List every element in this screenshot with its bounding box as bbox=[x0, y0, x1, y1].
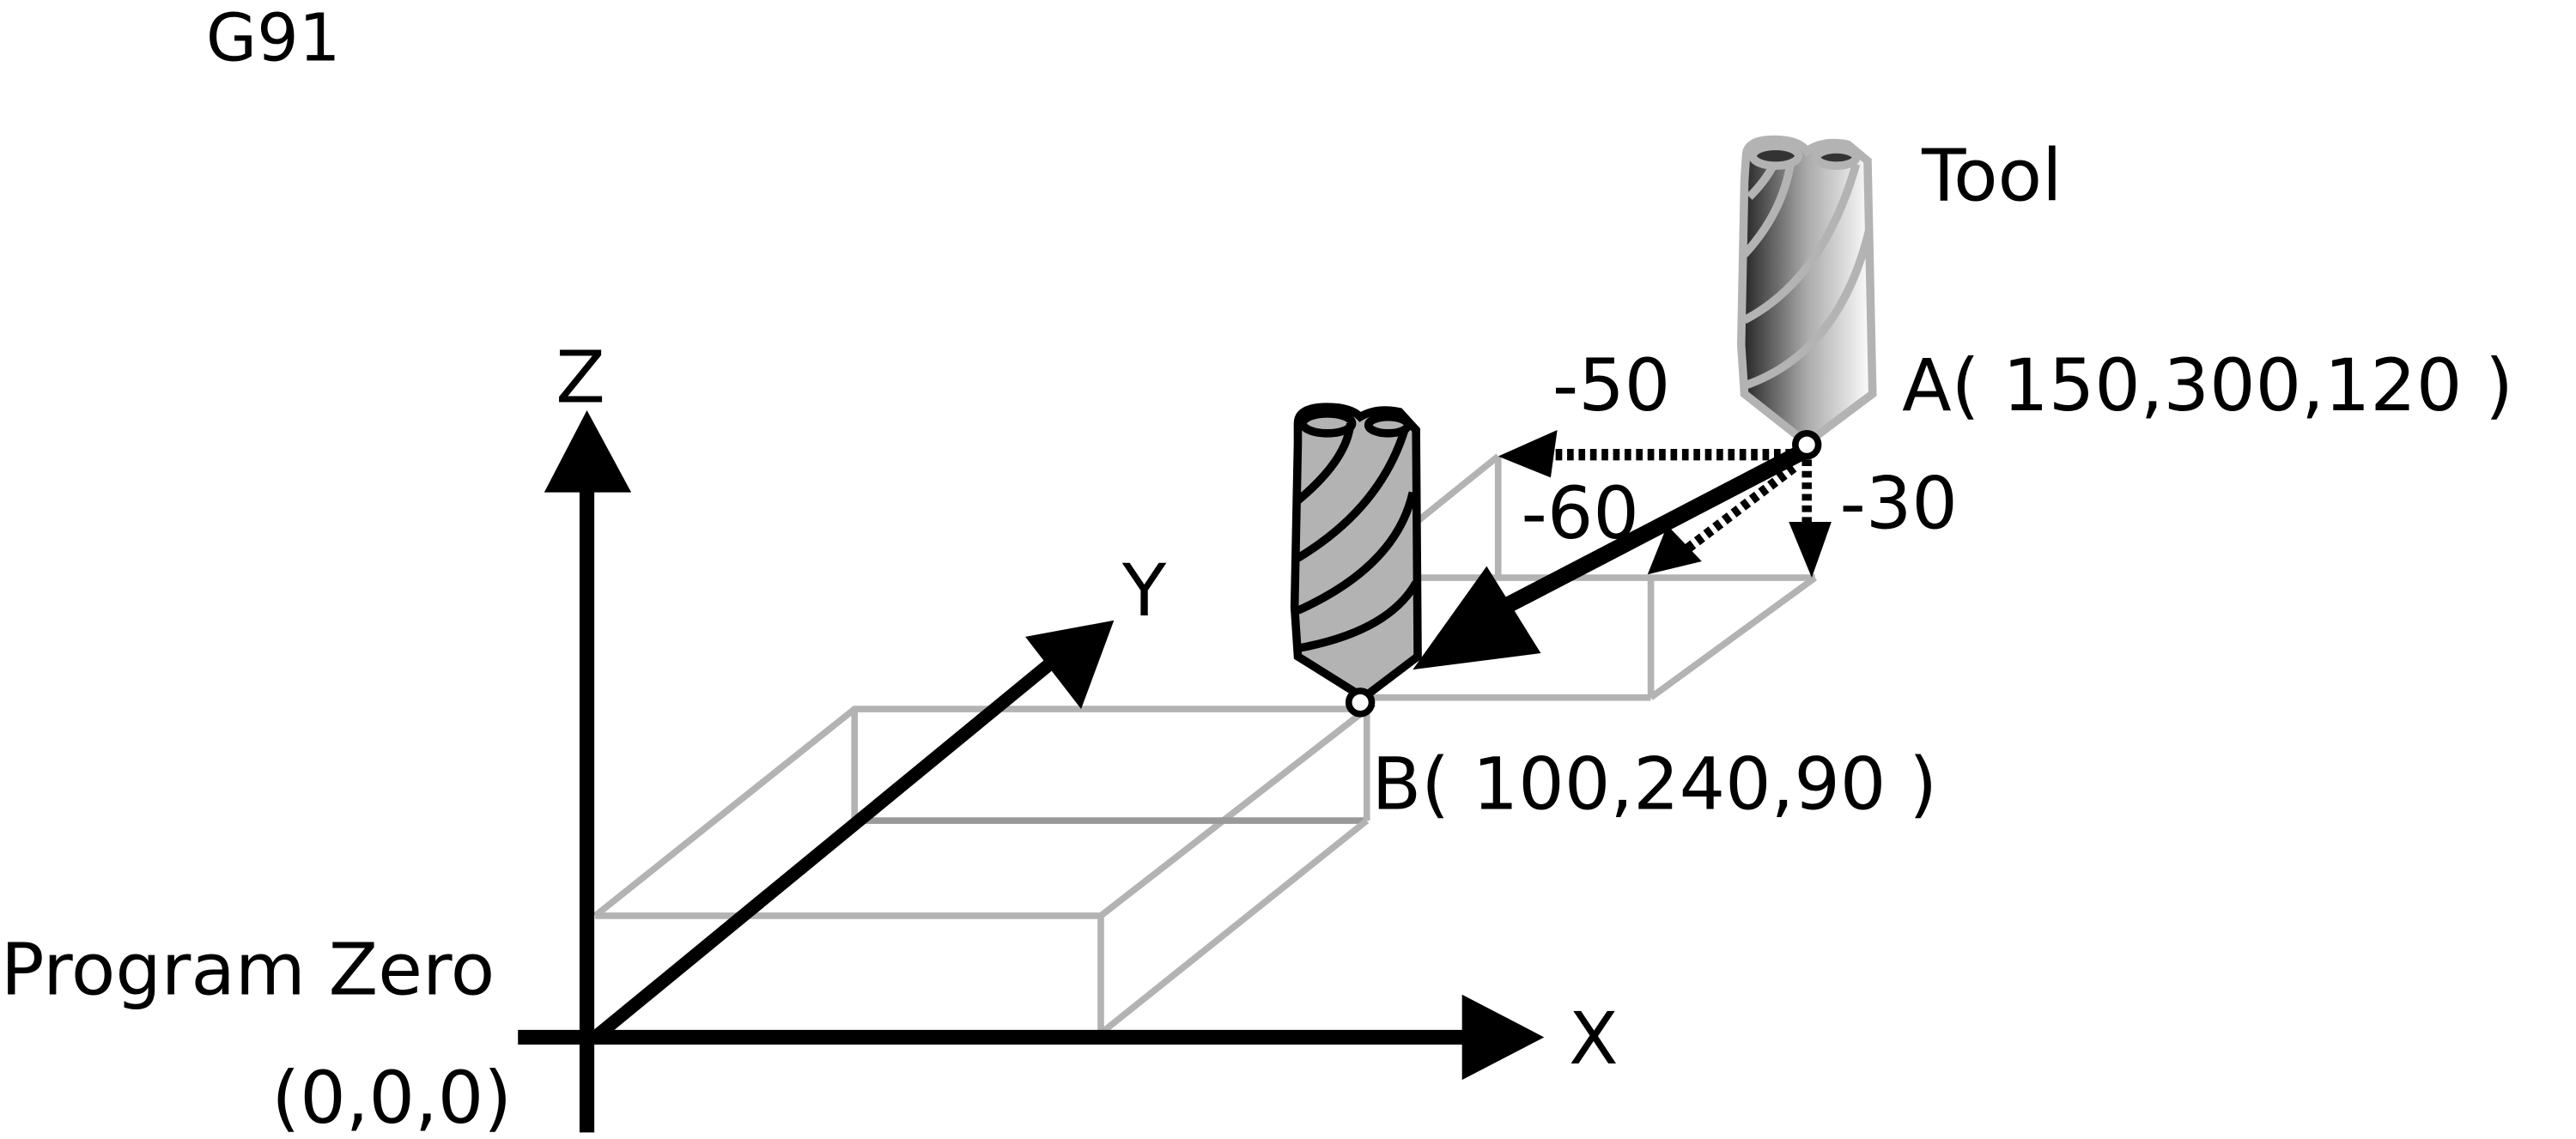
z-axis bbox=[544, 410, 632, 1133]
point-a-name: A bbox=[1902, 343, 1952, 427]
point-b-marker bbox=[1345, 688, 1376, 718]
mode-label: G91 bbox=[206, 1, 341, 77]
program-zero-label: Program Zero bbox=[1, 928, 495, 1012]
tool-at-b-icon bbox=[1290, 403, 1422, 703]
y-increment-arrow bbox=[1647, 463, 1797, 575]
y-increment-label: -60 bbox=[1522, 471, 1639, 555]
z-axis-label: Z bbox=[556, 335, 605, 419]
point-b-coords: ( 100,240,90 ) bbox=[1421, 742, 1937, 827]
y-axis bbox=[591, 620, 1115, 1043]
x-increment-label: -50 bbox=[1552, 343, 1670, 427]
workpiece-box bbox=[592, 706, 1376, 1034]
x-axis-label: X bbox=[1569, 997, 1619, 1081]
z-increment-label: -30 bbox=[1839, 462, 1957, 546]
x-increment-arrow bbox=[1498, 429, 1804, 478]
point-a-label: A( 150,300,120 ) bbox=[1902, 343, 2513, 427]
point-a-marker bbox=[1792, 429, 1822, 460]
origin-coords: (0,0,0) bbox=[271, 1056, 512, 1139]
tool-at-a-icon bbox=[1736, 135, 1877, 449]
resultant-move-arrow bbox=[1413, 444, 1807, 670]
y-axis-label: Y bbox=[1121, 548, 1167, 633]
point-a-coords: ( 150,300,120 ) bbox=[1952, 343, 2513, 427]
point-b-name: B bbox=[1372, 742, 1422, 827]
x-axis bbox=[518, 994, 1545, 1081]
point-b-label: B( 100,240,90 ) bbox=[1372, 742, 1938, 827]
z-increment-arrow bbox=[1789, 459, 1832, 579]
tool-label: Tool bbox=[1921, 133, 2062, 217]
